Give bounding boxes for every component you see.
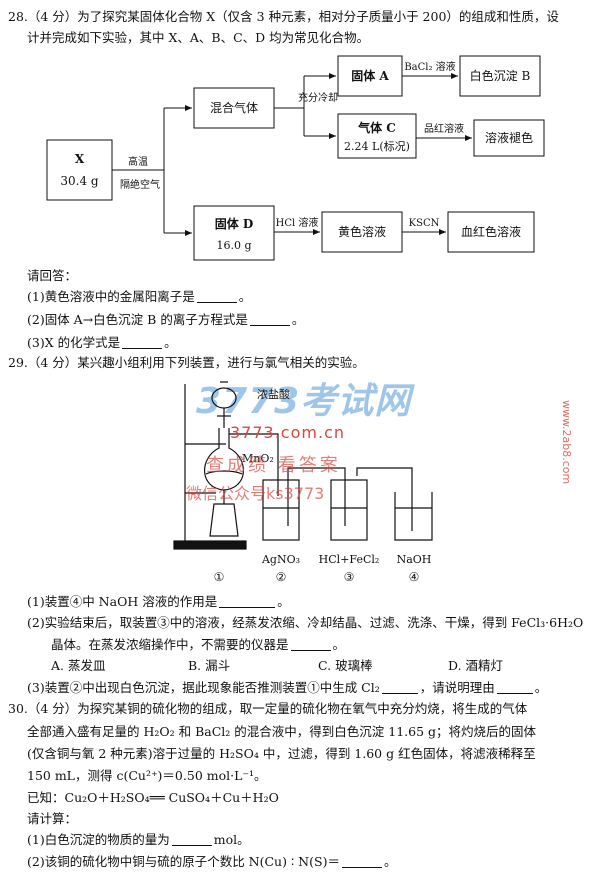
q30-line2: 全部通入盛有足量的 H₂O₂ 和 BaCl₂ 的混合液中，得到白色沉淀 11.6…	[27, 724, 537, 739]
q28-blank1[interactable]	[196, 290, 237, 303]
q28-p1: (1)黄色溶液中的金属阳离子是。	[27, 289, 252, 304]
mixed-gas-label: 混合气体	[210, 100, 258, 115]
q29-blank2[interactable]	[290, 638, 331, 651]
watermark-wechat: 微信公众号ks3773	[186, 484, 325, 503]
fade-label: 溶液褪色	[485, 130, 533, 145]
watermark-site: 3773.com.cn	[230, 423, 345, 442]
box-gas-c	[337, 113, 417, 159]
box-fade	[473, 119, 545, 157]
q30-p2: (2)该铜的硫化物中铜与硫的原子个数比 N(Cu) ∶ N(S)＝。	[27, 854, 397, 869]
gas-c-vol: 2.24 L(标况)	[344, 139, 410, 153]
x-mass: 30.4 g	[60, 174, 99, 188]
q28-line1: 28.（4 分）为了探究某固体化合物 X（仅含 3 种元素，相对分子质量小于 2…	[8, 9, 559, 24]
cond-no-air: 隔绝空气	[120, 178, 160, 191]
box-white-ppt	[459, 55, 541, 97]
solid-d-mass: 16.0 g	[216, 239, 251, 252]
yellow-label: 黄色溶液	[338, 224, 386, 239]
q30-blank2[interactable]	[341, 855, 382, 868]
cool-label: 充分冷却	[298, 91, 338, 104]
label-n2: ②	[276, 570, 287, 584]
q30-blank1[interactable]	[171, 833, 212, 846]
q29-optB: B. 漏斗	[188, 658, 231, 673]
label-naoh: NaOH	[397, 553, 432, 566]
gas-c-label: 气体 C	[357, 120, 396, 135]
white-ppt-label: 白色沉淀 B	[470, 68, 531, 83]
q28-blank2[interactable]	[249, 313, 290, 326]
label-n3: ③	[344, 570, 355, 584]
watermark-slogan: 查成绩 看答案	[206, 455, 341, 476]
q29-blank3[interactable]	[381, 681, 418, 694]
q28-blank3[interactable]	[122, 336, 163, 349]
q29-p1: (1)装置④中 NaOH 溶液的作用是。	[27, 594, 290, 609]
q30-line3: (仅含铜与氧 2 种元素)溶于过量的 H₂SO₄ 中，过滤，得到 1.60 g …	[27, 746, 536, 761]
q29-optA: A. 蒸发皿	[51, 658, 106, 673]
q28-ask: 请回答：	[27, 268, 78, 283]
label-conc-hcl: 浓盐酸	[257, 387, 290, 401]
solid-d-label: 固体 D	[215, 216, 254, 231]
q29-p2b: 晶体。在蒸发浓缩操作中，不需要的仪器是。	[51, 637, 346, 652]
q30-calc: 请计算：	[27, 811, 78, 826]
q29-line1: 29.（4 分）某兴趣小组利用下列装置，进行与氯气相关的实验。	[8, 355, 365, 370]
box-bloodred	[447, 211, 535, 253]
q29-blank1[interactable]	[219, 595, 276, 608]
x-name: X	[75, 152, 85, 166]
q29-optD: D. 酒精灯	[448, 658, 504, 673]
box-x	[46, 139, 113, 201]
solid-a-label: 固体 A	[351, 68, 389, 83]
kscn-label: KSCN	[409, 218, 440, 229]
label-hcl-fecl2: HCl+FeCl₂	[319, 553, 380, 566]
pinred-label: 品红溶液	[424, 122, 464, 135]
q28-p3: (3)X 的化学式是。	[27, 335, 177, 350]
label-n4: ④	[409, 570, 420, 584]
watermark-side: www.2ab8.com	[560, 400, 573, 485]
q29-p2a: (2)实验结束后，取装置③中的溶液，经蒸发浓缩、冷却结晶、过滤、洗涤、干燥，得到…	[27, 615, 584, 630]
bloodred-label: 血红色溶液	[461, 224, 521, 239]
q28-line2: 计并完成如下实验，其中 X、A、B、C、D 均为常见化合物。	[27, 30, 370, 45]
q28-p2: (2)固体 A→白色沉淀 B 的离子方程式是。	[27, 312, 305, 327]
q29-apparatus: 浓盐酸 MnO₂ AgNO₃ HCl+FeCl₂ NaOH ① ② ③ ④	[173, 381, 433, 584]
cond-high-temp: 高温	[128, 155, 148, 168]
q29-blank4[interactable]	[496, 681, 533, 694]
q30-known: 已知：Cu₂O＋H₂SO₄══ CuSO₄＋Cu＋H₂O	[27, 790, 279, 805]
label-mno2: MnO₂	[242, 452, 274, 465]
q30-line1: 30.（4 分）为探究某铜的硫化物的组成，取一定量的硫化物在氧气中充分灼烧，将生…	[8, 701, 528, 716]
watermark-logo: 3773考试网	[196, 381, 412, 422]
hcl-label: HCl 溶液	[276, 216, 319, 229]
box-solid-d	[193, 205, 275, 261]
bacl2-label: BaCl₂ 溶液	[404, 60, 455, 73]
label-agno3: AgNO₃	[261, 553, 300, 566]
q29-optC: C. 玻璃棒	[318, 658, 373, 673]
q29-p3: (3)装置②中出现白色沉淀，据此现象能否推测装置①中生成 Cl₂，请说明理由。	[27, 680, 548, 695]
q30-line4: 150 mL，测得 c(Cu²⁺)＝0.50 mol·L⁻¹。	[27, 768, 267, 783]
label-n1: ①	[214, 570, 225, 584]
q28-flowchart: X 30.4 g 高温 隔绝空气 混合气体 充分冷却 固体 A BaCl₂ 溶液…	[46, 55, 545, 261]
